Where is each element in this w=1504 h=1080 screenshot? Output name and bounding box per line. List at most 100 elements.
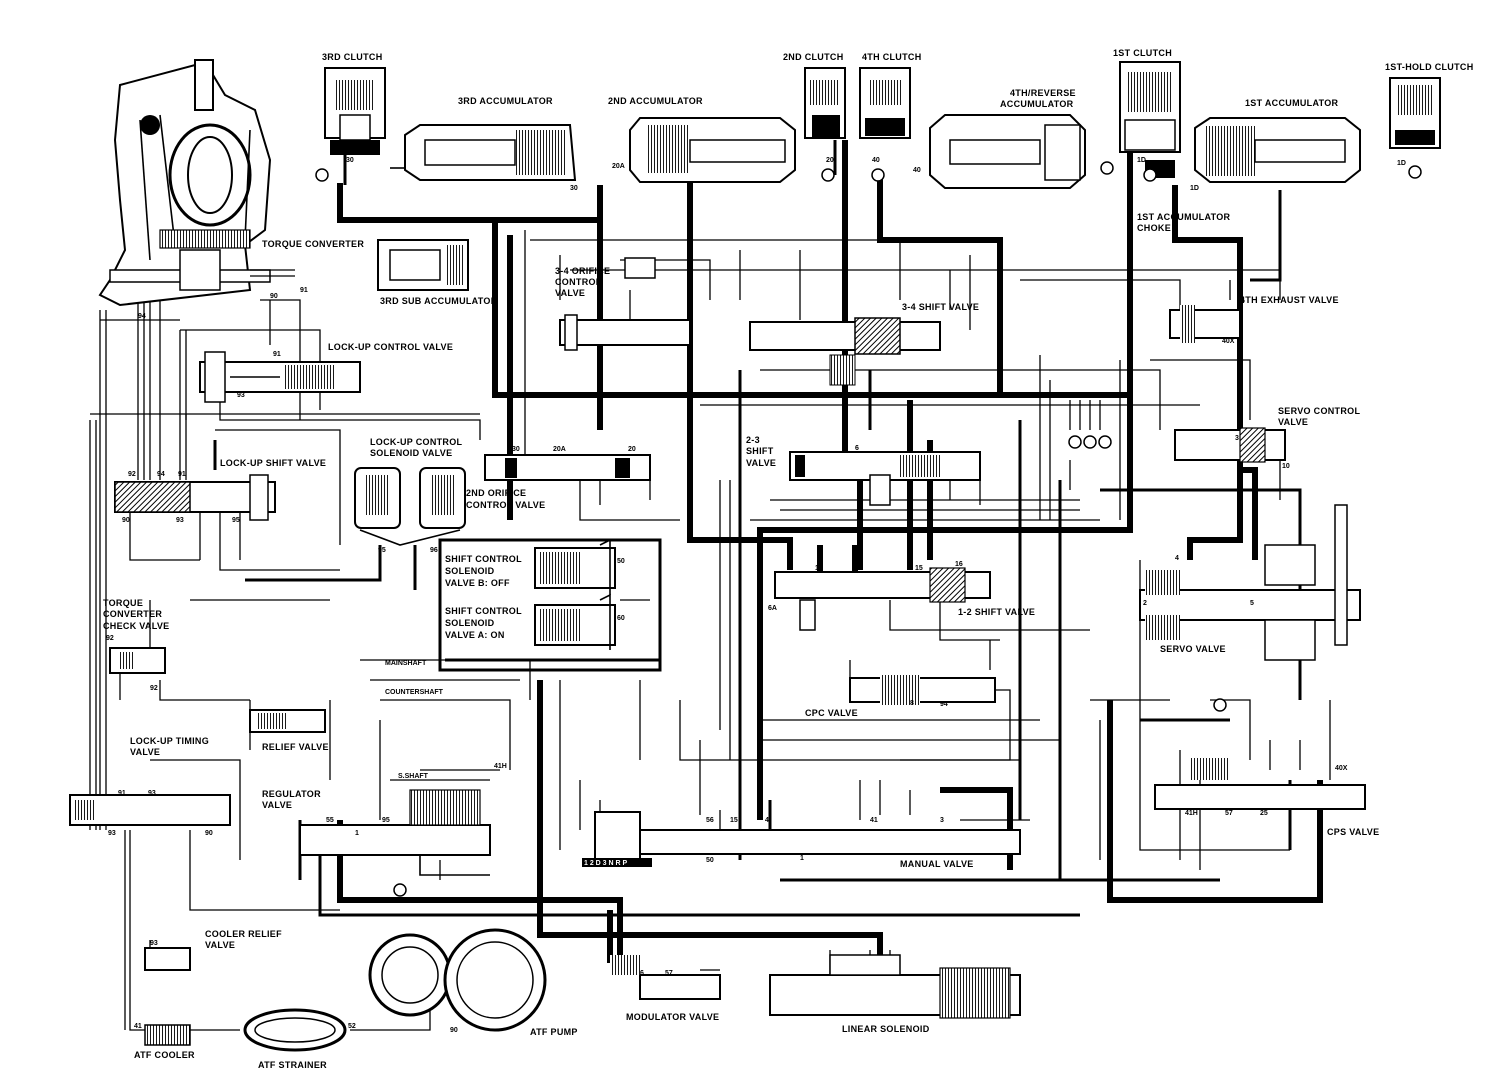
port-label: 94 bbox=[157, 471, 165, 478]
label-lockup-timing-2: VALVE bbox=[130, 747, 160, 757]
port-label: 90 bbox=[270, 293, 278, 300]
port-label: 25 bbox=[1260, 810, 1268, 817]
orifice-2nd-control-valve[interactable] bbox=[484, 454, 651, 481]
port-label: 56 bbox=[706, 817, 714, 824]
label-shift-2-3-1: 2-3 bbox=[746, 435, 760, 445]
port-label: 94 bbox=[940, 701, 948, 708]
port-label: 41 bbox=[134, 1023, 142, 1030]
modulator-valve[interactable] bbox=[610, 955, 721, 1000]
label-lockup-solenoid-2: SOLENOID VALVE bbox=[370, 448, 452, 458]
first-hold-clutch bbox=[1389, 77, 1441, 179]
torque-converter bbox=[98, 59, 295, 307]
regulator-valve[interactable] bbox=[299, 789, 491, 876]
port-label: 30 bbox=[512, 446, 520, 453]
third-sub-accumulator bbox=[377, 239, 469, 291]
lockup-control-valve[interactable] bbox=[199, 351, 361, 403]
port-label: 30 bbox=[570, 185, 578, 192]
port-label: 94 bbox=[138, 313, 146, 320]
shift-control-solenoid-valve-a[interactable] bbox=[534, 593, 616, 650]
atf-cooler bbox=[144, 1024, 191, 1046]
port-label: 3 bbox=[940, 817, 944, 824]
lockup-shift-valve[interactable] bbox=[114, 474, 276, 521]
servo-valve[interactable] bbox=[1139, 504, 1361, 661]
port-label: 93 bbox=[148, 790, 156, 797]
label-fourth-reverse-accumulator-2: ACCUMULATOR bbox=[1000, 99, 1074, 109]
component-labels: 3RD CLUTCH 2ND CLUTCH 4TH CLUTCH 1ST CLU… bbox=[103, 48, 1474, 1070]
label-cpc: CPC VALVE bbox=[805, 708, 858, 718]
port-label: 30 bbox=[346, 157, 354, 164]
port-label: 92 bbox=[150, 685, 158, 692]
lockup-control-solenoid-valve[interactable] bbox=[354, 467, 466, 546]
label-orifice-2nd-1: 2ND ORIFICE bbox=[466, 488, 526, 498]
servo-control-valve[interactable] bbox=[1174, 427, 1286, 463]
linear-solenoid[interactable] bbox=[769, 954, 1021, 1019]
port-label: 92 bbox=[128, 471, 136, 478]
port-label: 1D bbox=[1397, 160, 1406, 167]
label-atf-pump: ATF PUMP bbox=[530, 1027, 578, 1037]
torque-converter-check-valve[interactable] bbox=[109, 647, 166, 674]
label-shift-sol-b-2: SOLENOID bbox=[445, 566, 495, 576]
port-label: 6 bbox=[640, 970, 644, 977]
label-tcc-check-2: CONVERTER bbox=[103, 609, 162, 619]
label-third-sub-accumulator: 3RD SUB ACCUMULATOR bbox=[380, 296, 498, 306]
label-relief: RELIEF VALVE bbox=[262, 742, 329, 752]
label-first-accumulator-choke-2: CHOKE bbox=[1137, 223, 1171, 233]
port-label: 90 bbox=[450, 1027, 458, 1034]
label-sshaft: S.SHAFT bbox=[398, 773, 429, 780]
port-label: 93 bbox=[108, 830, 116, 837]
port-label: 8 bbox=[910, 700, 914, 707]
label-shift-sol-a-1: SHIFT CONTROL bbox=[445, 606, 522, 616]
label-atf-strainer: ATF STRAINER bbox=[258, 1060, 327, 1070]
label-atf-cooler: ATF COOLER bbox=[134, 1050, 195, 1060]
manual-valve[interactable] bbox=[582, 811, 1021, 867]
lockup-timing-valve[interactable] bbox=[69, 794, 231, 826]
exhaust-4th-valve[interactable] bbox=[1169, 305, 1241, 343]
shift-control-solenoid-valve-b[interactable] bbox=[534, 538, 616, 595]
label-shift-2-3-2: SHIFT bbox=[746, 446, 774, 456]
port-label: 50 bbox=[706, 857, 714, 864]
label-exhaust-4th: 4TH EXHAUST VALVE bbox=[1240, 295, 1339, 305]
port-label: 5 bbox=[1250, 600, 1254, 607]
label-mainshaft: MAINSHAFT bbox=[385, 660, 427, 667]
label-lockup-timing-1: LOCK-UP TIMING bbox=[130, 736, 209, 746]
port-label: 95 bbox=[232, 517, 240, 524]
port-label: 20A bbox=[553, 446, 566, 453]
port-label: 93 bbox=[176, 517, 184, 524]
label-shift-sol-a-3: VALVE A: ON bbox=[445, 630, 505, 640]
shift-3-4-valve[interactable] bbox=[749, 317, 941, 386]
orifice-3-4-control-valve[interactable] bbox=[559, 257, 691, 351]
first-clutch bbox=[1100, 61, 1181, 178]
cooler-relief-valve[interactable] bbox=[144, 947, 191, 971]
label-shift-sol-b-3: VALVE B: OFF bbox=[445, 578, 510, 588]
port-label: 1 bbox=[355, 830, 359, 837]
port-label: 15 bbox=[815, 565, 823, 572]
port-label: 6 bbox=[855, 445, 859, 452]
port-label: 15 bbox=[730, 817, 738, 824]
label-servo-valve: SERVO VALVE bbox=[1160, 644, 1226, 654]
fourth-reverse-accumulator bbox=[929, 114, 1086, 189]
third-accumulator bbox=[390, 124, 577, 181]
second-accumulator bbox=[629, 117, 796, 183]
check-balls bbox=[1068, 168, 1227, 712]
shift-1-2-valve[interactable] bbox=[774, 567, 991, 631]
port-label: 2 bbox=[1143, 600, 1147, 607]
port-label: 96 bbox=[430, 547, 438, 554]
port-label: 40X bbox=[1222, 338, 1235, 345]
label-torque-converter: TORQUE CONVERTER bbox=[262, 239, 364, 249]
passage-lines bbox=[89, 230, 1331, 1031]
port-label: 20A bbox=[612, 163, 625, 170]
label-fourth-reverse-accumulator-1: 4TH/REVERSE bbox=[1010, 88, 1076, 98]
cps-valve[interactable] bbox=[1154, 758, 1366, 810]
atf-pump bbox=[368, 883, 547, 1032]
port-label: 95 bbox=[382, 817, 390, 824]
relief-valve[interactable] bbox=[249, 709, 326, 733]
cpc-valve[interactable] bbox=[849, 675, 996, 705]
shift-2-3-valve[interactable] bbox=[789, 451, 981, 506]
second-clutch bbox=[804, 67, 846, 182]
label-lockup-control: LOCK-UP CONTROL VALVE bbox=[328, 342, 453, 352]
label-first-hold-clutch: 1ST-HOLD CLUTCH bbox=[1385, 62, 1474, 72]
port-label: 93 bbox=[237, 392, 245, 399]
label-linear-solenoid: LINEAR SOLENOID bbox=[842, 1024, 930, 1034]
label-manual-positions: 1 2 D 3 N R P bbox=[584, 860, 628, 867]
